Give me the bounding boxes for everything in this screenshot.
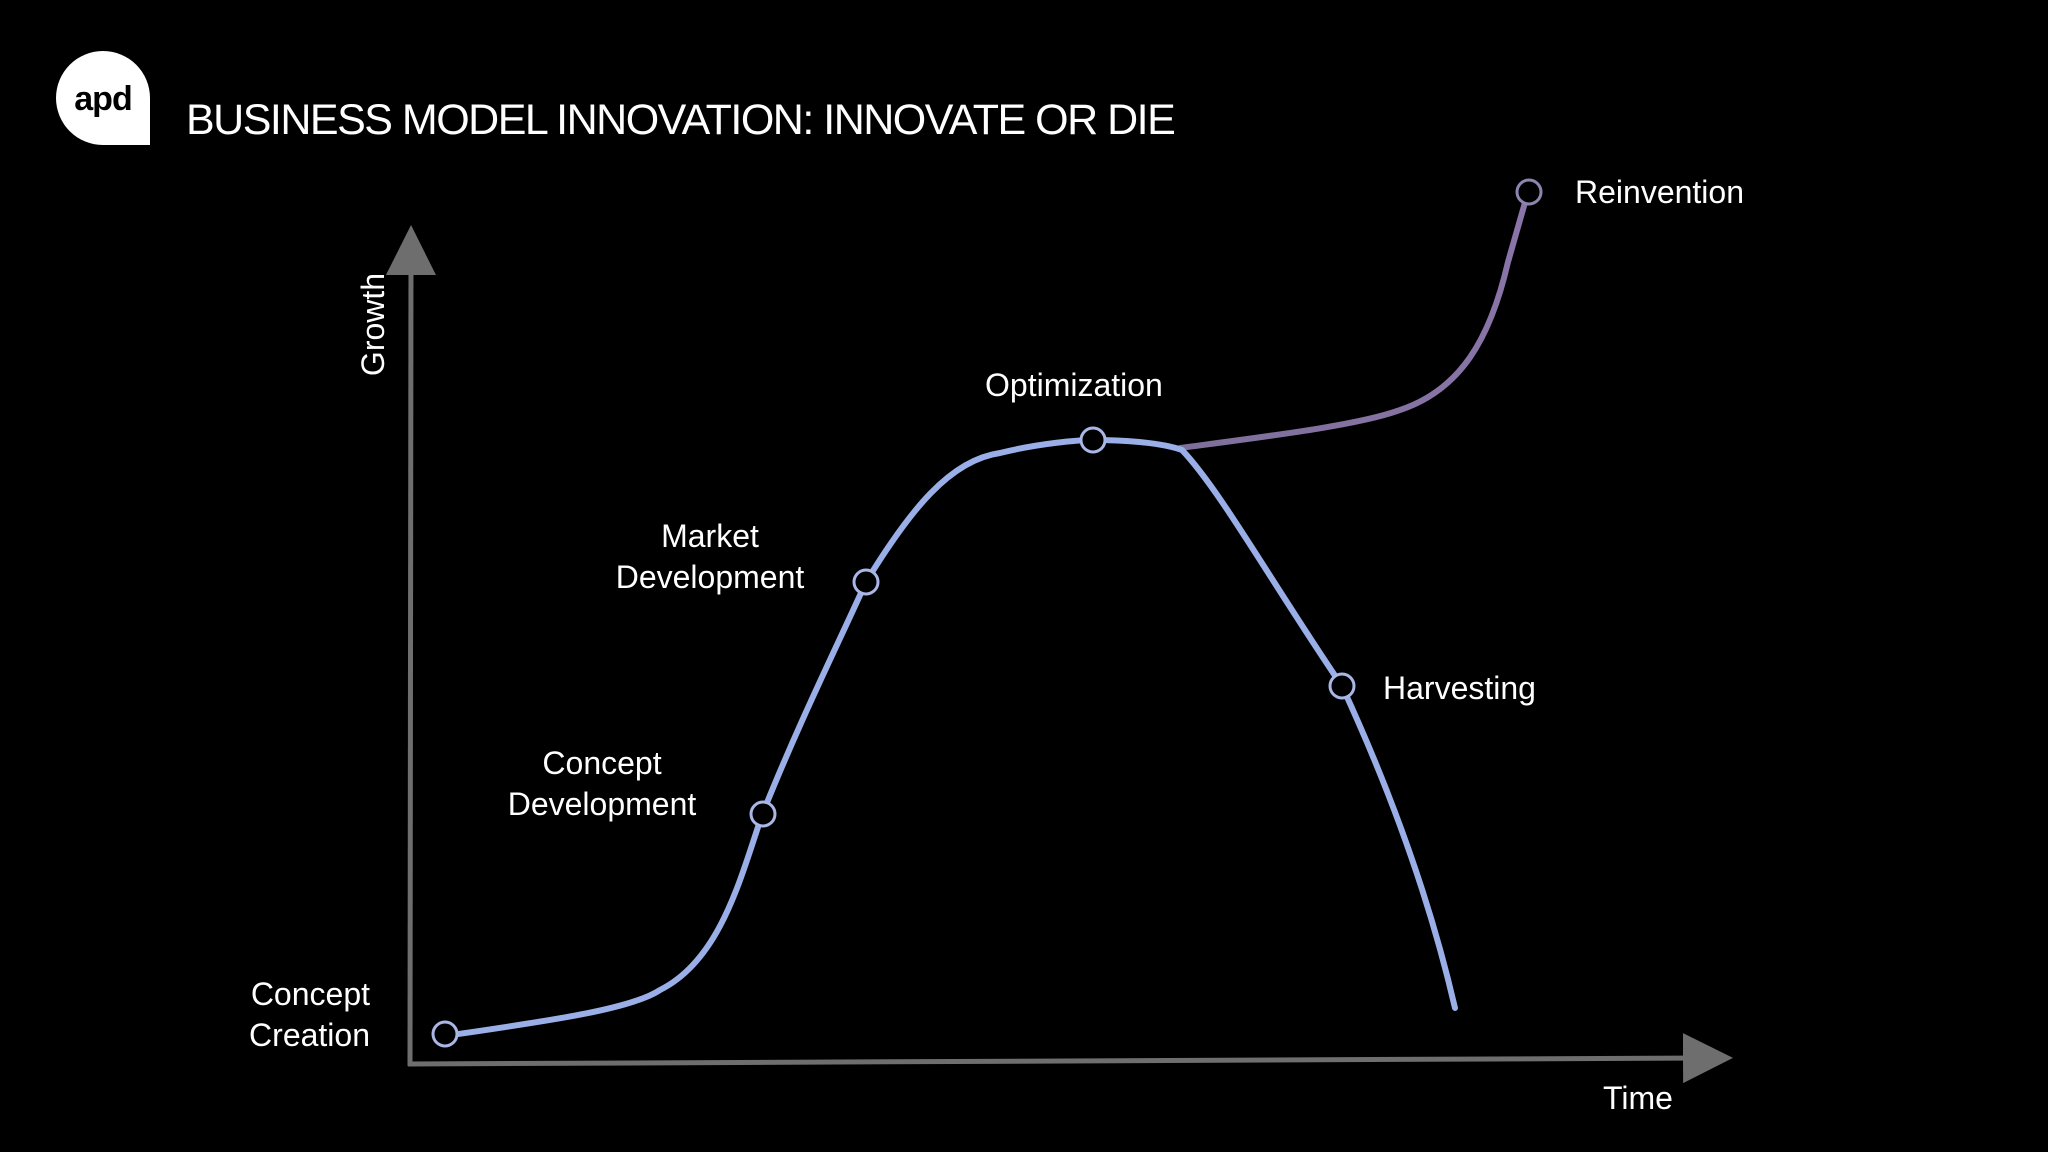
label-concept-creation: Concept Creation bbox=[228, 974, 370, 1056]
x-axis-label: Time bbox=[1603, 1080, 1673, 1116]
logo-text: apd bbox=[74, 79, 132, 118]
node-harvesting bbox=[1328, 672, 1356, 700]
y-axis bbox=[385, 225, 436, 1067]
page-title: BUSINESS MODEL INNOVATION: INNOVATE OR D… bbox=[186, 96, 1176, 144]
lifecycle-curve bbox=[442, 436, 1458, 1039]
label-market-development-line1: Market bbox=[661, 518, 759, 554]
reinvention-curve bbox=[1177, 189, 1531, 451]
label-optimization-text: Optimization bbox=[985, 367, 1163, 403]
label-reinvention-text: Reinvention bbox=[1575, 174, 1744, 210]
label-market-development-line2: Development bbox=[615, 559, 805, 595]
x-axis bbox=[407, 1033, 1733, 1084]
node-optimization bbox=[1079, 426, 1107, 454]
label-harvesting: Harvesting bbox=[1383, 668, 1536, 709]
y-axis-label: Growth bbox=[355, 272, 392, 377]
label-concept-development: Concept Development bbox=[494, 743, 710, 825]
node-market-development bbox=[852, 568, 880, 596]
node-reinvention bbox=[1515, 178, 1543, 206]
node-concept-creation bbox=[431, 1020, 459, 1048]
label-reinvention: Reinvention bbox=[1575, 172, 1744, 213]
label-harvesting-text: Harvesting bbox=[1383, 670, 1536, 706]
label-optimization: Optimization bbox=[985, 365, 1163, 406]
label-market-development: Market Development bbox=[602, 516, 818, 598]
label-concept-creation-line2: Creation bbox=[249, 1017, 370, 1053]
label-concept-development-line1: Concept bbox=[542, 745, 662, 781]
node-concept-development bbox=[749, 800, 777, 828]
label-concept-creation-line1: Concept bbox=[250, 976, 370, 1012]
label-concept-development-line2: Development bbox=[507, 786, 697, 822]
apd-logo: apd bbox=[56, 51, 150, 145]
